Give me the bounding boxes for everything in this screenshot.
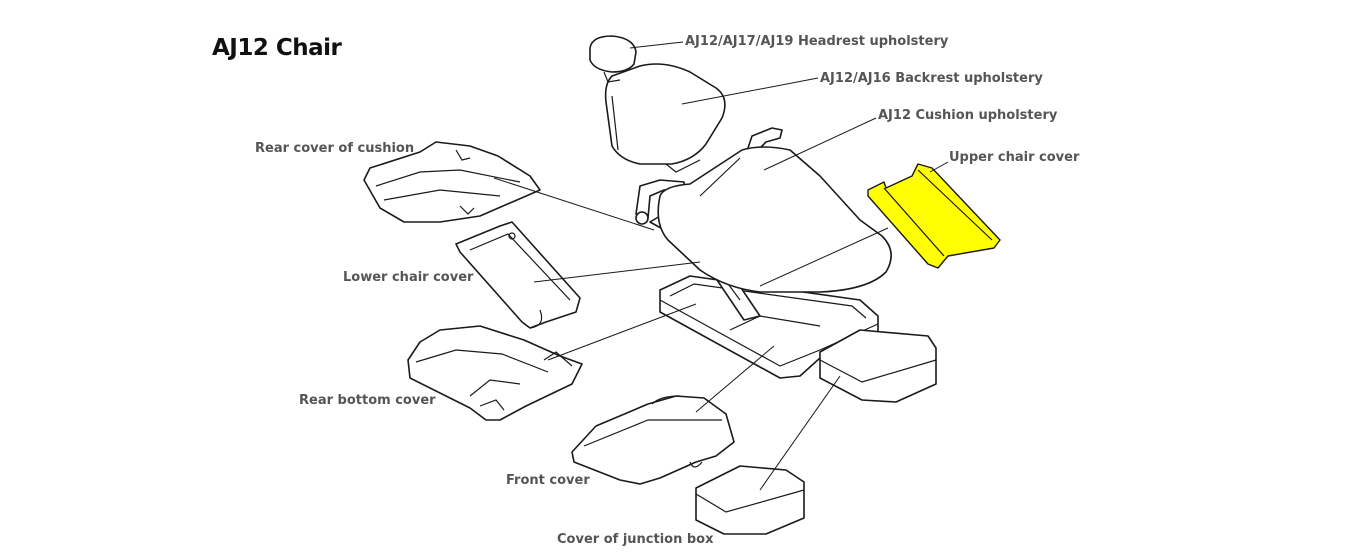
leader-backrest bbox=[681, 77, 819, 105]
leader-seat bbox=[759, 227, 889, 287]
label-rear-bottom-cover: Rear bottom cover bbox=[299, 393, 436, 408]
front-cover bbox=[571, 395, 735, 485]
label-front-cover: Front cover bbox=[506, 473, 590, 488]
diagram-title: AJ12 Chair bbox=[212, 35, 343, 61]
leader-junction-box bbox=[759, 375, 841, 491]
label-rear-cover-of-cushion: Rear cover of cushion bbox=[255, 141, 414, 156]
leader-front-cover bbox=[695, 345, 775, 413]
lower-chair-cover bbox=[455, 221, 581, 329]
rear-bottom-cover bbox=[407, 325, 583, 421]
leader-upper-cover bbox=[929, 161, 949, 173]
leader-headrest bbox=[629, 41, 684, 49]
label-lower-chair-cover: Lower chair cover bbox=[343, 270, 474, 285]
label-backrest-upholstery: AJ12/AJ16 Backrest upholstery bbox=[820, 71, 1043, 86]
leader-rear-bottom-cover bbox=[547, 303, 697, 361]
upper-chair-cover bbox=[867, 163, 1001, 269]
upper-chair-cover-highlight bbox=[867, 163, 1001, 269]
cover-of-junction-box bbox=[695, 465, 805, 535]
rear-cover-of-cushion bbox=[363, 141, 541, 223]
leader-lower-cover bbox=[533, 261, 701, 283]
leader-rear-cushion-cover bbox=[493, 177, 655, 231]
backrest-upholstery bbox=[604, 63, 726, 173]
label-upper-chair-cover: Upper chair cover bbox=[949, 150, 1080, 165]
label-headrest-upholstery: AJ12/AJ17/AJ19 Headrest upholstery bbox=[685, 34, 949, 49]
headrest-upholstery bbox=[589, 35, 637, 83]
label-cushion-upholstery: AJ12 Cushion upholstery bbox=[878, 108, 1058, 123]
cushion-upholstery bbox=[657, 146, 892, 293]
leader-cushion bbox=[763, 117, 877, 171]
label-cover-of-junction-box: Cover of junction box bbox=[557, 532, 714, 547]
